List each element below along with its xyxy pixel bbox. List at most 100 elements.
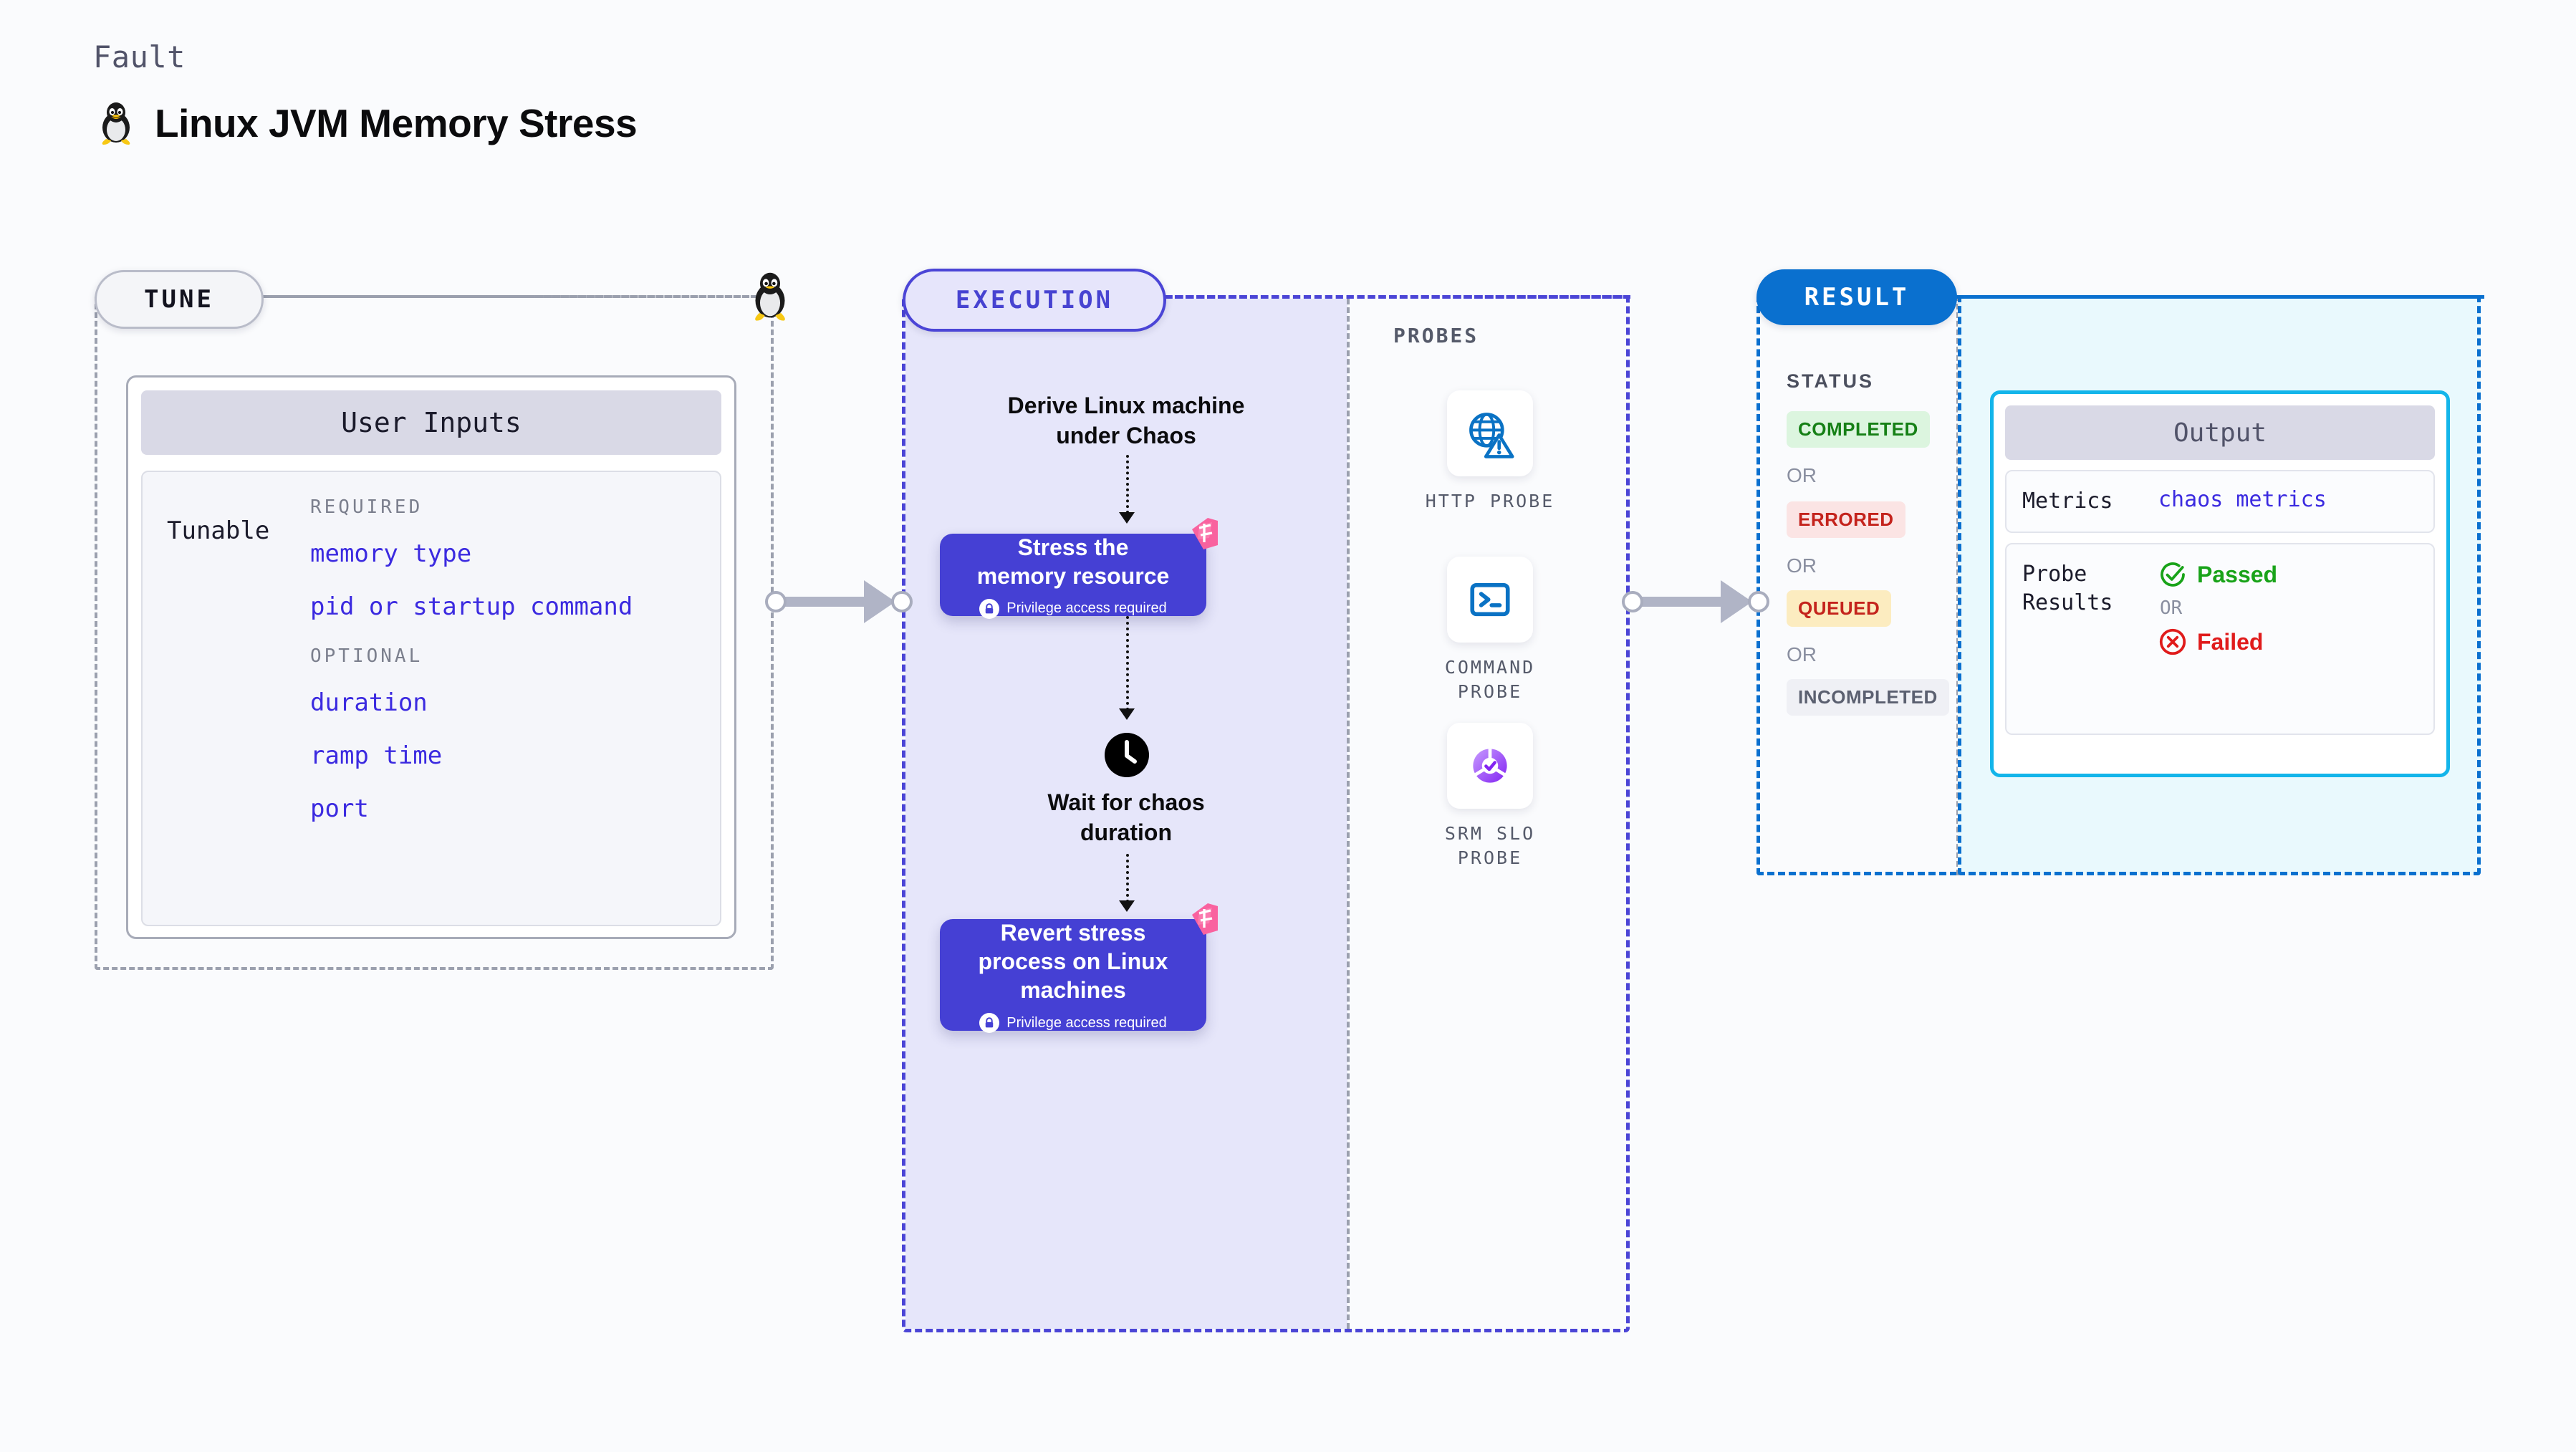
wait-line-1: Wait for chaos [1047, 789, 1205, 815]
tunable-group-heading-required: REQUIRED [310, 496, 423, 518]
revert-stress-line-1: Revert stress [1000, 920, 1146, 946]
fault-eyebrow: Fault [93, 39, 186, 74]
status-badge-errored: ERRORED [1787, 501, 1905, 538]
clock-icon [1104, 733, 1149, 777]
output-title: Output [2005, 405, 2435, 460]
revert-stress-title: Revert stress process on Linux machines [979, 918, 1168, 1004]
tunable-ramp-time[interactable]: ramp time [310, 741, 443, 770]
stress-memory-privilege-text: Privilege access required [1006, 600, 1167, 616]
check-circle-icon [2161, 562, 2185, 587]
tunable-group-heading-optional: OPTIONAL [310, 645, 423, 667]
probe-command-label: COMMAND PROBE [1418, 655, 1562, 704]
revert-stress-line-2: process on Linux [978, 948, 1168, 974]
connector-arrowhead [864, 580, 895, 623]
harness-fault-flag-icon [1192, 903, 1218, 935]
connector-arrowhead [1721, 580, 1752, 623]
revert-stress-privilege-text: Privilege access required [1006, 1014, 1167, 1031]
tunable-memory-type[interactable]: memory type [310, 539, 472, 568]
connector-bar [784, 597, 870, 607]
probe-command[interactable]: COMMAND PROBE [1418, 557, 1562, 704]
status-or-1: OR [1787, 464, 1817, 486]
tunable-list: REQUIRED memory type pid or startup comm… [310, 496, 720, 925]
slo-donut-check-icon [1447, 723, 1533, 809]
probe-http-label: HTTP PROBE [1418, 489, 1562, 514]
output-probe-results-values: Passed OR Failed [2158, 560, 2277, 718]
probes-column: PROBES HTTP PROBE COMMAND P [1350, 299, 1630, 1329]
probe-srm-slo[interactable]: SRM SLO PROBE [1418, 723, 1562, 870]
result-top-dashed-line [1954, 295, 2484, 299]
connector-start-dot [765, 591, 787, 612]
probes-label: PROBES [1393, 324, 1479, 347]
user-inputs-card: User Inputs Tunable REQUIRED memory type… [126, 375, 736, 939]
connector-tune-to-execution [765, 580, 913, 623]
status-badge-queued: QUEUED [1787, 590, 1892, 627]
wait-line-2: duration [1080, 819, 1172, 845]
probe-srm-slo-label: SRM SLO PROBE [1418, 822, 1562, 870]
flow-arrow-2-head [1118, 708, 1135, 720]
derive-line-1: Derive Linux machine [1007, 393, 1245, 418]
probe-result-passed: Passed [2158, 560, 2277, 589]
tunable-body: Tunable REQUIRED memory type pid or star… [141, 471, 721, 926]
tux-penguin-icon [102, 102, 130, 145]
probe-result-failed: Failed [2158, 628, 2277, 656]
output-metrics-row: Metrics chaos metrics [2005, 470, 2435, 533]
flow-arrow-3-line [1125, 854, 1130, 903]
tune-pill[interactable]: TUNE [95, 270, 264, 329]
output-metrics-key: Metrics [2022, 489, 2113, 514]
connector-start-dot [1622, 591, 1643, 612]
connector-execution-to-result [1622, 580, 1769, 623]
tunable-duration[interactable]: duration [310, 688, 428, 717]
execution-pill[interactable]: EXECUTION [903, 269, 1166, 332]
probe-result-or: OR [2160, 597, 2183, 619]
output-probe-results-row: Probe Results Passed OR Failed [2005, 543, 2435, 735]
result-pill[interactable]: RESULT [1756, 269, 1957, 325]
tunable-port[interactable]: port [310, 794, 369, 823]
probe-command-label-line1: COMMAND [1444, 657, 1536, 678]
output-probe-results-key-line1: Probe [2022, 562, 2087, 587]
probe-http-label-line1: HTTP PROBE [1425, 491, 1555, 511]
revert-stress-privilege-note: Privilege access required [979, 1013, 1167, 1033]
wait-duration-step: Wait for chaos duration [976, 787, 1277, 847]
flow-arrow-1-line [1125, 455, 1130, 514]
output-probe-results-key: Probe Results [2022, 560, 2158, 718]
tunable-pid-or-startup-command[interactable]: pid or startup command [310, 592, 633, 621]
connector-end-dot [891, 591, 913, 612]
x-circle-icon [2159, 628, 2186, 655]
probe-result-failed-label: Failed [2197, 628, 2264, 655]
probe-srm-slo-label-line2: PROBE [1457, 847, 1523, 868]
stress-memory-step-card[interactable]: Stress the memory resource Privilege acc… [940, 518, 1218, 619]
probe-http[interactable]: HTTP PROBE [1418, 390, 1562, 514]
flow-arrow-2-line [1125, 616, 1130, 711]
probe-srm-slo-label-line1: SRM SLO [1444, 823, 1536, 844]
user-inputs-title: User Inputs [141, 390, 721, 455]
lock-icon [979, 1013, 1000, 1033]
execution-top-dashed-line [1155, 295, 1630, 299]
probes-divider [1347, 299, 1350, 1329]
status-column: STATUS COMPLETED OR ERRORED OR QUEUED OR… [1756, 295, 1957, 875]
output-metrics-value[interactable]: chaos metrics [2158, 487, 2327, 512]
connector-bar [1640, 597, 1726, 607]
status-badge-completed: COMPLETED [1787, 411, 1930, 448]
lock-icon [979, 598, 1000, 619]
revert-stress-step-card[interactable]: Revert stress process on Linux machines … [940, 903, 1218, 1033]
status-badge-incompleted: INCOMPLETED [1787, 679, 1949, 716]
stress-memory-line-1: Stress the [1017, 534, 1129, 560]
terminal-icon [1447, 557, 1533, 643]
flow-arrow-3-head [1118, 900, 1135, 912]
harness-fault-flag-icon [1192, 518, 1218, 549]
derive-line-2: under Chaos [1056, 423, 1196, 448]
tunable-label: Tunable [167, 516, 270, 545]
page-title: Linux JVM Memory Stress [155, 101, 638, 145]
flow-arrow-1-head [1118, 512, 1135, 524]
stress-memory-privilege-note: Privilege access required [979, 598, 1167, 619]
status-label: STATUS [1787, 370, 1874, 392]
status-or-2: OR [1787, 554, 1817, 577]
stress-memory-title: Stress the memory resource [977, 533, 1170, 590]
probe-command-label-line2: PROBE [1457, 681, 1523, 702]
fault-title-row: Linux JVM Memory Stress [93, 100, 638, 146]
page-header: Fault Linux JVM Memory Stress [93, 39, 638, 146]
revert-stress-line-3: machines [1020, 977, 1126, 1003]
execution-flow: Derive Linux machine under Chaos Stress … [905, 299, 1347, 1329]
globe-warning-icon [1447, 390, 1533, 476]
output-card: Output Metrics chaos metrics Probe Resul… [1990, 390, 2450, 777]
